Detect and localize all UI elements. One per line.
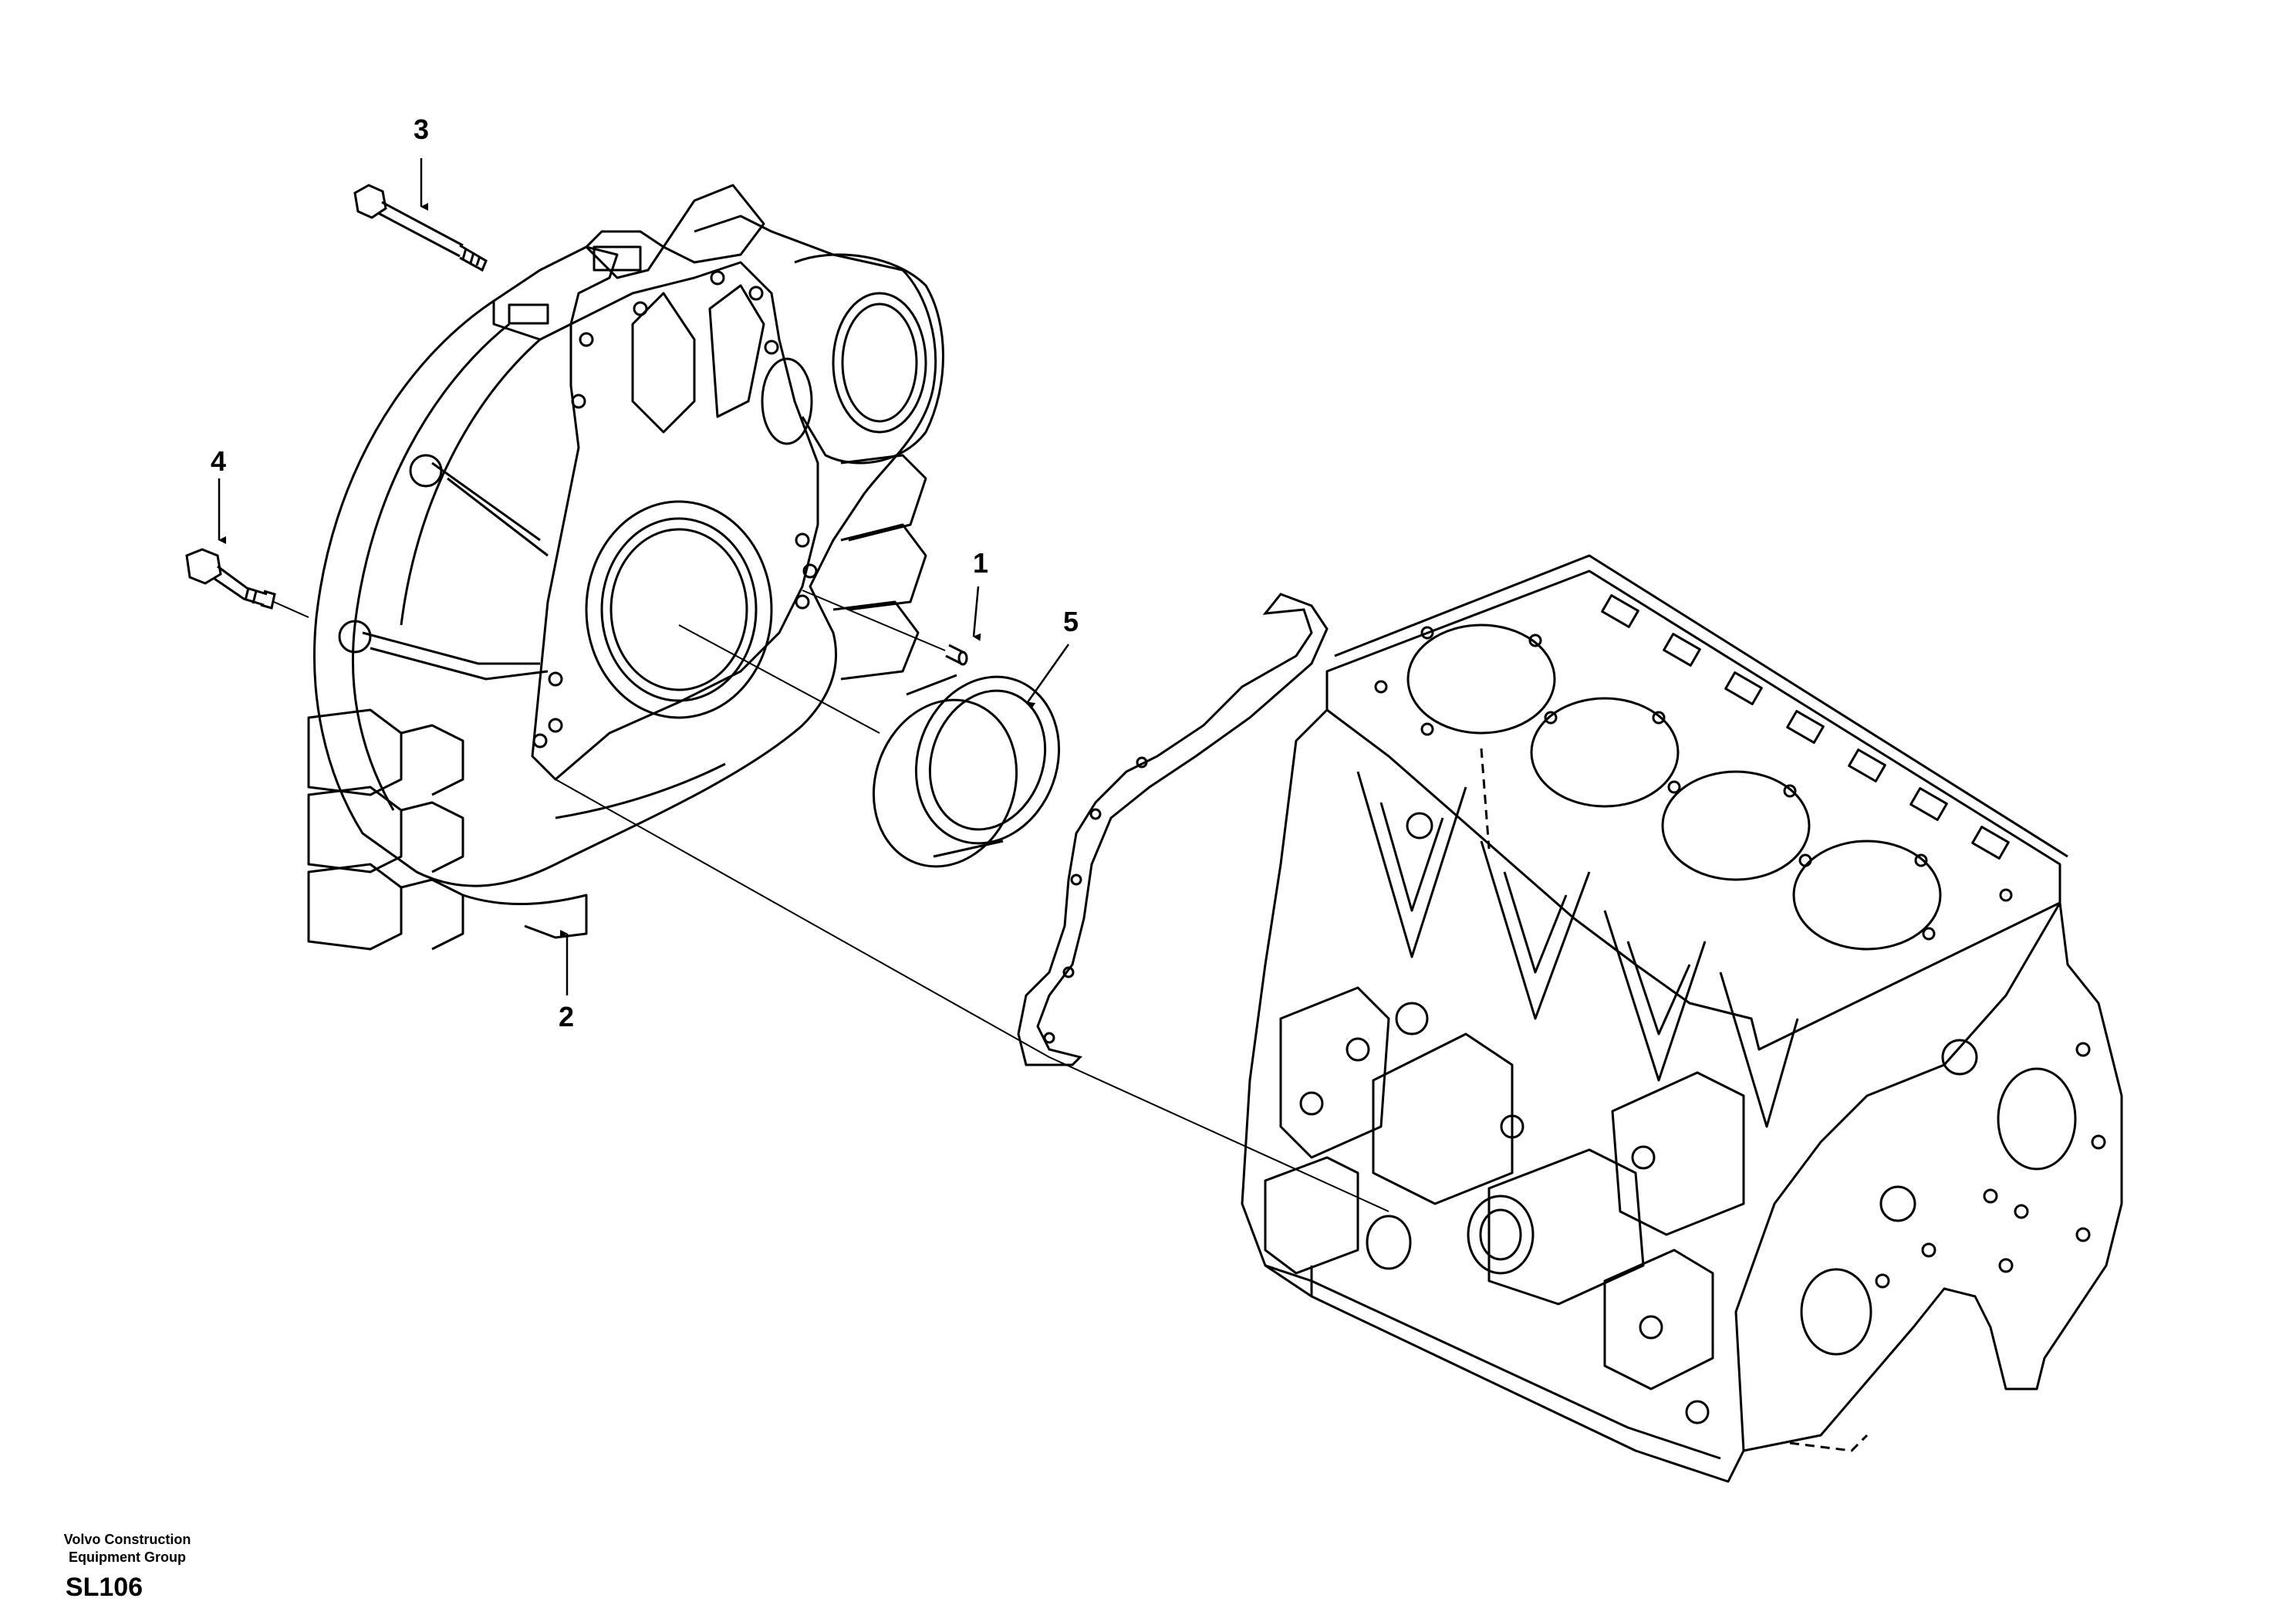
callout-arrows <box>218 158 1070 995</box>
company-name-line2: Equipment Group <box>69 1549 186 1565</box>
flywheel-housing-drawing <box>307 184 944 951</box>
callout-2: 2 <box>559 1001 575 1032</box>
bolt-4-drawing <box>185 548 276 610</box>
cylinder-block-drawing <box>1241 554 2123 1483</box>
gasket-drawing <box>1017 593 1329 1066</box>
dowel-pin-1-drawing <box>945 644 968 666</box>
callout-5: 5 <box>1063 606 1079 637</box>
callout-3: 3 <box>414 113 430 145</box>
callout-arrow-1 <box>972 586 981 641</box>
leader-lines <box>273 590 1389 1212</box>
bolt-3-drawing <box>353 184 488 272</box>
callout-1: 1 <box>973 547 989 579</box>
callout-4: 4 <box>211 445 227 477</box>
oil-seal-5-drawing <box>872 674 1061 868</box>
company-name-line1: Volvo Construction <box>63 1532 191 1547</box>
callout-arrow-5 <box>1026 644 1070 710</box>
sheet-code: SL106 <box>65 1573 144 1602</box>
